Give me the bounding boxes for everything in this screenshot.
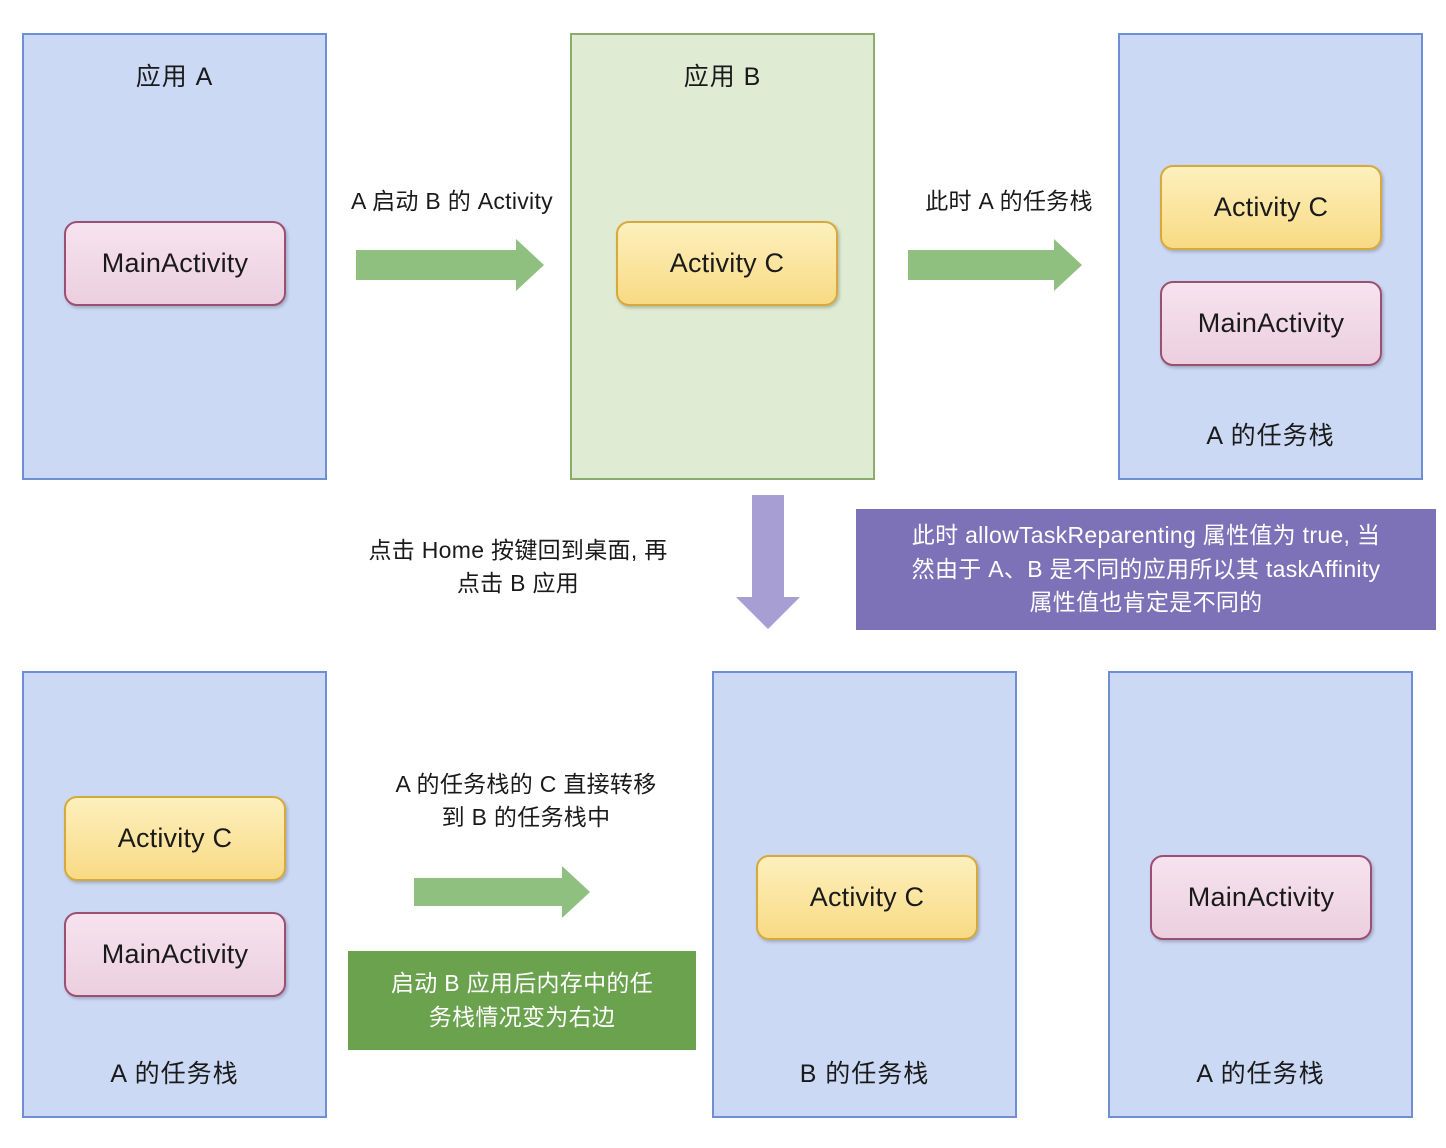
panel-stack-a-row1-footer: A 的任务栈 <box>1206 422 1335 450</box>
label-transfer-line2: 到 B 的任务栈中 <box>441 803 611 830</box>
label-transfer-c-to-b: A 的任务栈的 C 直接转移 到 B 的任务栈中 <box>350 768 702 833</box>
panel-stack-a-row1: Activity C MainActivity A 的任务栈 <box>1118 33 1423 480</box>
chip-activity-c-app-b[interactable]: Activity C <box>616 221 838 306</box>
panel-stack-b-after-footer: B 的任务栈 <box>799 1060 930 1088</box>
panel-stack-a-after: MainActivity A 的任务栈 <box>1108 671 1413 1118</box>
arrow-down-home-to-row2 <box>752 495 784 597</box>
chip-mainactivity-stack-a-row1[interactable]: MainActivity <box>1160 281 1382 366</box>
chip-mainactivity-app-a[interactable]: MainActivity <box>64 221 286 306</box>
panel-app-b-title: 应用 B <box>683 63 762 91</box>
callout-purple-line1: 此时 allowTaskReparenting 属性值为 true, 当 <box>911 522 1381 549</box>
panel-stack-a-before-footer: A 的任务栈 <box>110 1060 239 1088</box>
arrow-label-task-stack-a: 此时 A 的任务栈 <box>925 188 1093 214</box>
arrow-b-to-stack-a <box>908 250 1054 280</box>
chip-activity-c-stack-b-after[interactable]: Activity C <box>756 855 978 940</box>
label-home-key-line2: 点击 B 应用 <box>456 569 580 596</box>
panel-app-a-title: 应用 A <box>135 63 214 91</box>
chip-mainactivity-stack-a-before[interactable]: MainActivity <box>64 912 286 997</box>
panel-stack-b-after: Activity C B 的任务栈 <box>712 671 1017 1118</box>
chip-mainactivity-stack-a-after[interactable]: MainActivity <box>1150 855 1372 940</box>
arrow-a-to-b <box>356 250 516 280</box>
label-home-key-instruction: 点击 Home 按键回到桌面, 再 点击 B 应用 <box>323 534 713 599</box>
label-transfer-line1: A 的任务栈的 C 直接转移 <box>395 771 657 797</box>
arrow-label-a-starts-b: A 启动 B 的 Activity <box>351 188 553 214</box>
callout-purple-line3: 属性值也肯定是不同的 <box>1029 589 1263 616</box>
panel-app-a: 应用 A MainActivity <box>22 33 327 480</box>
panel-app-b: 应用 B Activity C <box>570 33 875 480</box>
callout-allow-task-reparenting: 此时 allowTaskReparenting 属性值为 true, 当 然由于… <box>856 509 1436 630</box>
callout-memory-stacks-after-launch: 启动 B 应用后内存中的任 务栈情况变为右边 <box>348 951 696 1050</box>
callout-purple-line2: 然由于 A、B 是不同的应用所以其 taskAffinity <box>911 555 1381 582</box>
chip-activity-c-stack-a-row1[interactable]: Activity C <box>1160 165 1382 250</box>
arrow-transfer-c <box>414 878 562 906</box>
panel-stack-a-after-footer: A 的任务栈 <box>1196 1060 1325 1088</box>
chip-activity-c-stack-a-before[interactable]: Activity C <box>64 796 286 881</box>
callout-green-line1: 启动 B 应用后内存中的任 <box>390 970 654 997</box>
panel-stack-a-before: Activity C MainActivity A 的任务栈 <box>22 671 327 1118</box>
callout-green-line2: 务栈情况变为右边 <box>428 1003 616 1030</box>
label-home-key-line1: 点击 Home 按键回到桌面, 再 <box>368 537 668 563</box>
